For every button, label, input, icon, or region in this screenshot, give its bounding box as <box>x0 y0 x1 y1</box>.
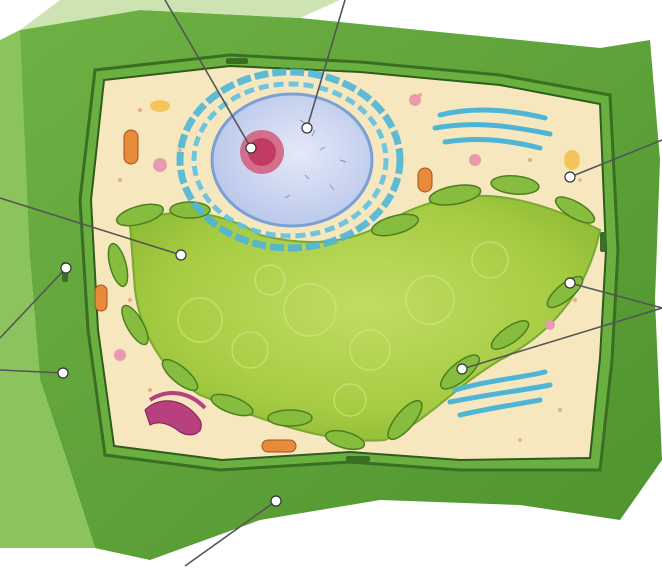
nuclear-envelope <box>212 94 372 226</box>
pointer-dot-nucleus <box>302 123 312 133</box>
pointer-dot-cytoplasm <box>176 250 186 260</box>
pointer-dot-nucleolus <box>246 143 256 153</box>
nucleus-group <box>180 72 400 248</box>
pointer-dot-chloroplast <box>457 364 467 374</box>
pointer-dot-central-vacuole <box>565 278 575 288</box>
pointer-dot-mitochondrion <box>565 172 575 182</box>
pointer-dot-cell-wall <box>271 496 281 506</box>
pointer-dot-plasma-membrane <box>58 368 68 378</box>
pointer-dot-plasmodesmata <box>61 263 71 273</box>
